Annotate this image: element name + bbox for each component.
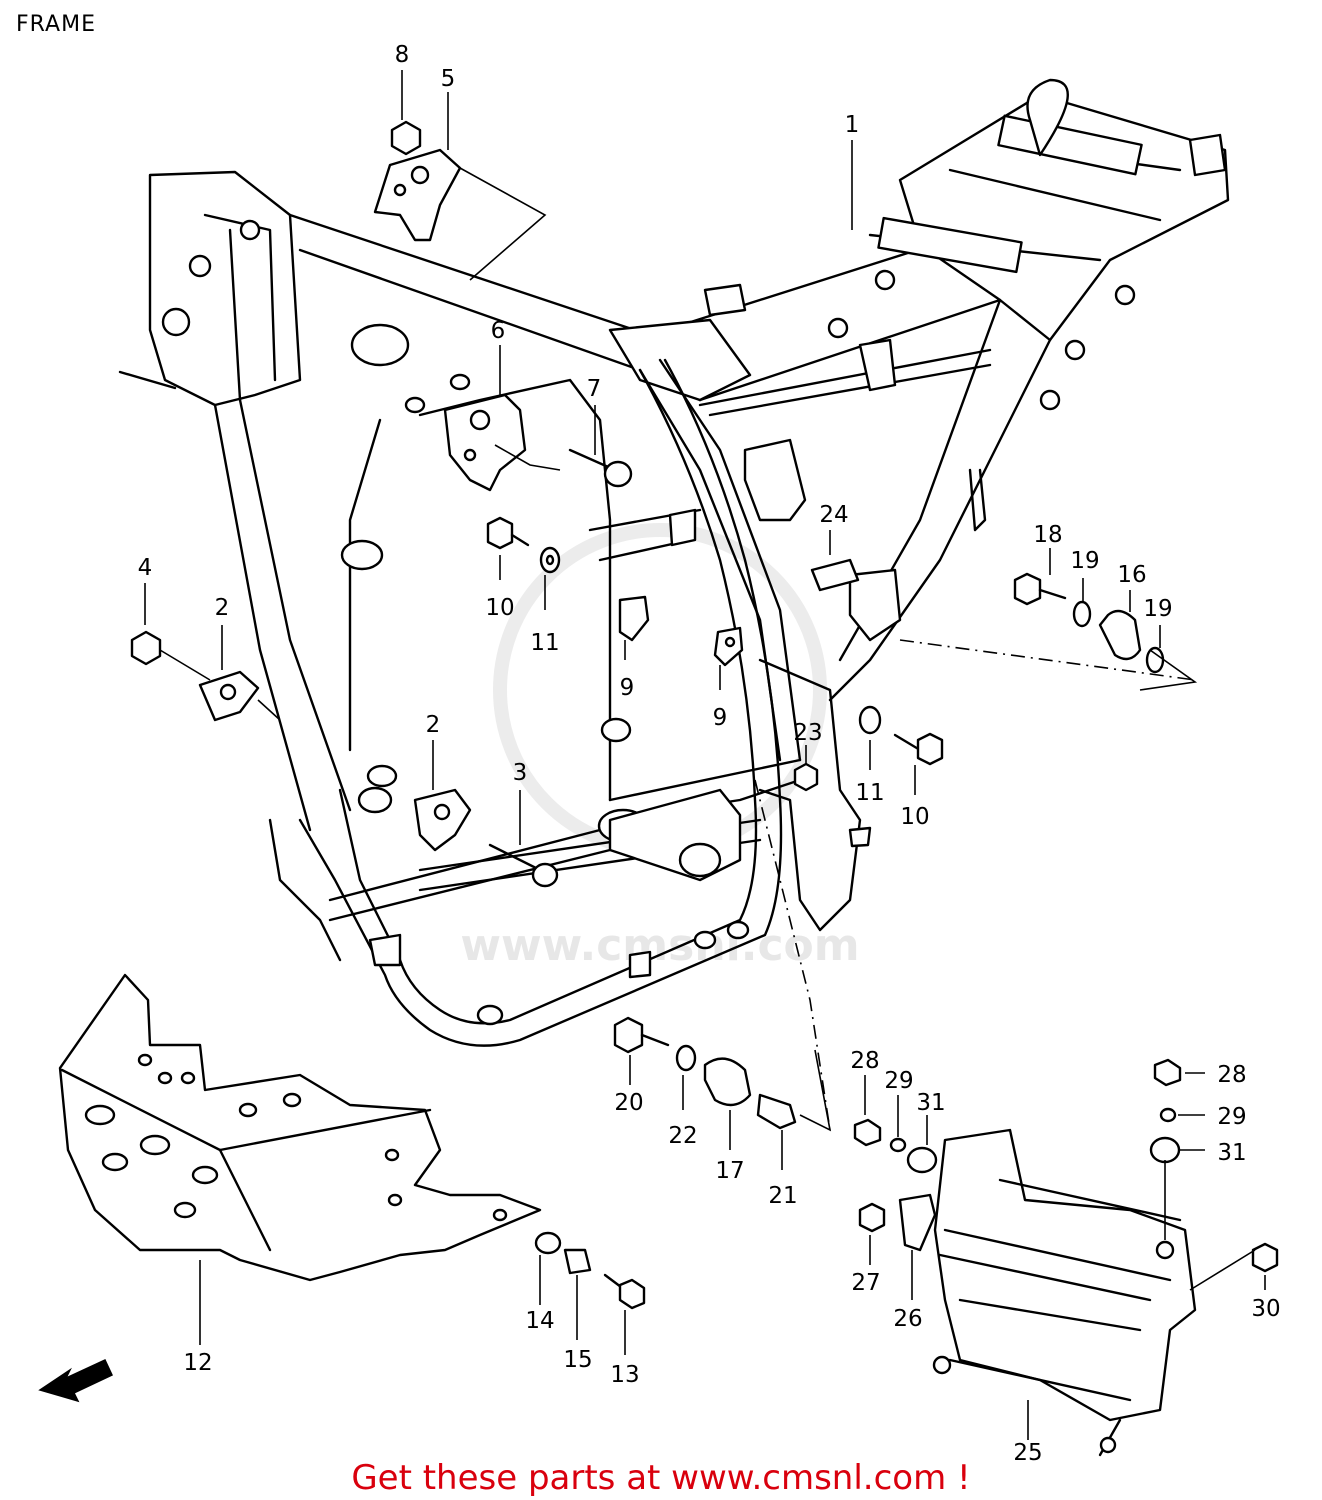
callout-7: 7 — [587, 376, 602, 402]
callout-9a: 9 — [620, 675, 635, 701]
callout-3: 3 — [513, 760, 528, 786]
part-21-collar — [756, 1093, 797, 1130]
part-29-washer-left — [889, 1137, 907, 1153]
part-18-bolt — [1013, 572, 1067, 606]
callout-19b: 19 — [1143, 596, 1172, 622]
callout-8: 8 — [395, 42, 410, 68]
callout-18: 18 — [1033, 522, 1062, 548]
callout-22: 22 — [668, 1123, 697, 1149]
watermark-text: www.cmsnl.com — [460, 920, 859, 971]
part-11-washer-lower — [858, 705, 882, 735]
part-7-bolt — [568, 448, 633, 488]
callout-31a: 31 — [916, 1090, 945, 1116]
part-28-bolt-left — [853, 1118, 882, 1147]
part-24-rubber-block — [810, 558, 860, 592]
callout-15: 15 — [563, 1347, 592, 1373]
callout-19a: 19 — [1070, 548, 1099, 574]
callout-24: 24 — [819, 502, 848, 528]
part-20-bolt — [613, 1016, 670, 1054]
callout-2a: 2 — [215, 595, 230, 621]
leader-lines — [144, 70, 1266, 1440]
main-frame — [118, 78, 1230, 1047]
part-25-battery-holder — [932, 1128, 1197, 1457]
callout-6: 6 — [491, 318, 506, 344]
part-9-bracket-right — [713, 626, 744, 667]
callout-10a: 10 — [485, 595, 514, 621]
part-17-bush — [703, 1057, 752, 1107]
callout-20: 20 — [614, 1090, 643, 1116]
callout-5: 5 — [441, 66, 456, 92]
part-31-cushion-right — [1149, 1136, 1181, 1164]
callout-29b: 29 — [1217, 1104, 1246, 1130]
callout-12: 12 — [183, 1350, 212, 1376]
callout-labels: 1 8 5 6 7 24 18 19 16 19 4 2 10 11 9 9 2… — [138, 42, 1281, 1466]
part-16-bush — [1098, 609, 1142, 661]
callout-10b: 10 — [900, 804, 929, 830]
diagram-title: FRAME — [16, 12, 96, 37]
callout-23: 23 — [793, 720, 822, 746]
callout-13: 13 — [610, 1362, 639, 1388]
part-4-nut — [130, 630, 162, 666]
footer-link-text[interactable]: Get these parts at www.cmsnl.com ! — [351, 1458, 971, 1498]
callout-4: 4 — [138, 555, 153, 581]
callout-11a: 11 — [530, 630, 559, 656]
part-8-nut — [390, 120, 422, 156]
front-arrow-icon — [38, 1359, 113, 1403]
watermark-logo — [493, 523, 827, 857]
callout-30: 30 — [1251, 1296, 1280, 1322]
part-10-bolt-lower — [893, 732, 944, 766]
callout-28b: 28 — [1217, 1062, 1246, 1088]
part-23-nut — [793, 762, 819, 792]
part-3-bolt — [488, 843, 559, 888]
part-2-bracket-left — [198, 670, 260, 722]
part-19-washer-a — [1072, 600, 1092, 628]
callout-25: 25 — [1013, 1440, 1042, 1466]
part-29-washer-right — [1159, 1107, 1177, 1123]
part-26-bracket — [898, 1193, 937, 1252]
callout-14: 14 — [525, 1308, 554, 1334]
callout-27: 27 — [851, 1270, 880, 1296]
part-19-washer-b — [1145, 646, 1165, 674]
part-28-bolt-right — [1153, 1058, 1182, 1087]
callout-31b: 31 — [1217, 1140, 1246, 1166]
part-12-skid-plate — [58, 973, 542, 1282]
part-13-bolt — [603, 1273, 646, 1310]
part-14-grommet — [534, 1231, 562, 1255]
callout-26: 26 — [893, 1306, 922, 1332]
callout-29a: 29 — [884, 1068, 913, 1094]
callout-17: 17 — [715, 1158, 744, 1184]
part-6-bracket — [443, 393, 527, 492]
part-15-collar — [563, 1248, 592, 1275]
part-30-nut — [1251, 1242, 1279, 1273]
callout-1: 1 — [845, 112, 860, 138]
part-27-bolt — [858, 1202, 886, 1233]
callout-2b: 2 — [426, 712, 441, 738]
callout-28a: 28 — [850, 1048, 879, 1074]
part-22-washer — [675, 1044, 697, 1072]
callout-21: 21 — [768, 1183, 797, 1209]
part-5-bracket — [373, 148, 462, 242]
callout-9b: 9 — [713, 705, 728, 731]
callout-16: 16 — [1117, 562, 1146, 588]
part-2-bracket-lower — [413, 788, 472, 852]
part-9-bracket-left — [618, 595, 650, 642]
part-11-washer-upper — [539, 546, 561, 574]
part-10-bolt-upper — [486, 516, 530, 550]
callout-11b: 11 — [855, 780, 884, 806]
part-31-cushion-left — [906, 1146, 938, 1174]
